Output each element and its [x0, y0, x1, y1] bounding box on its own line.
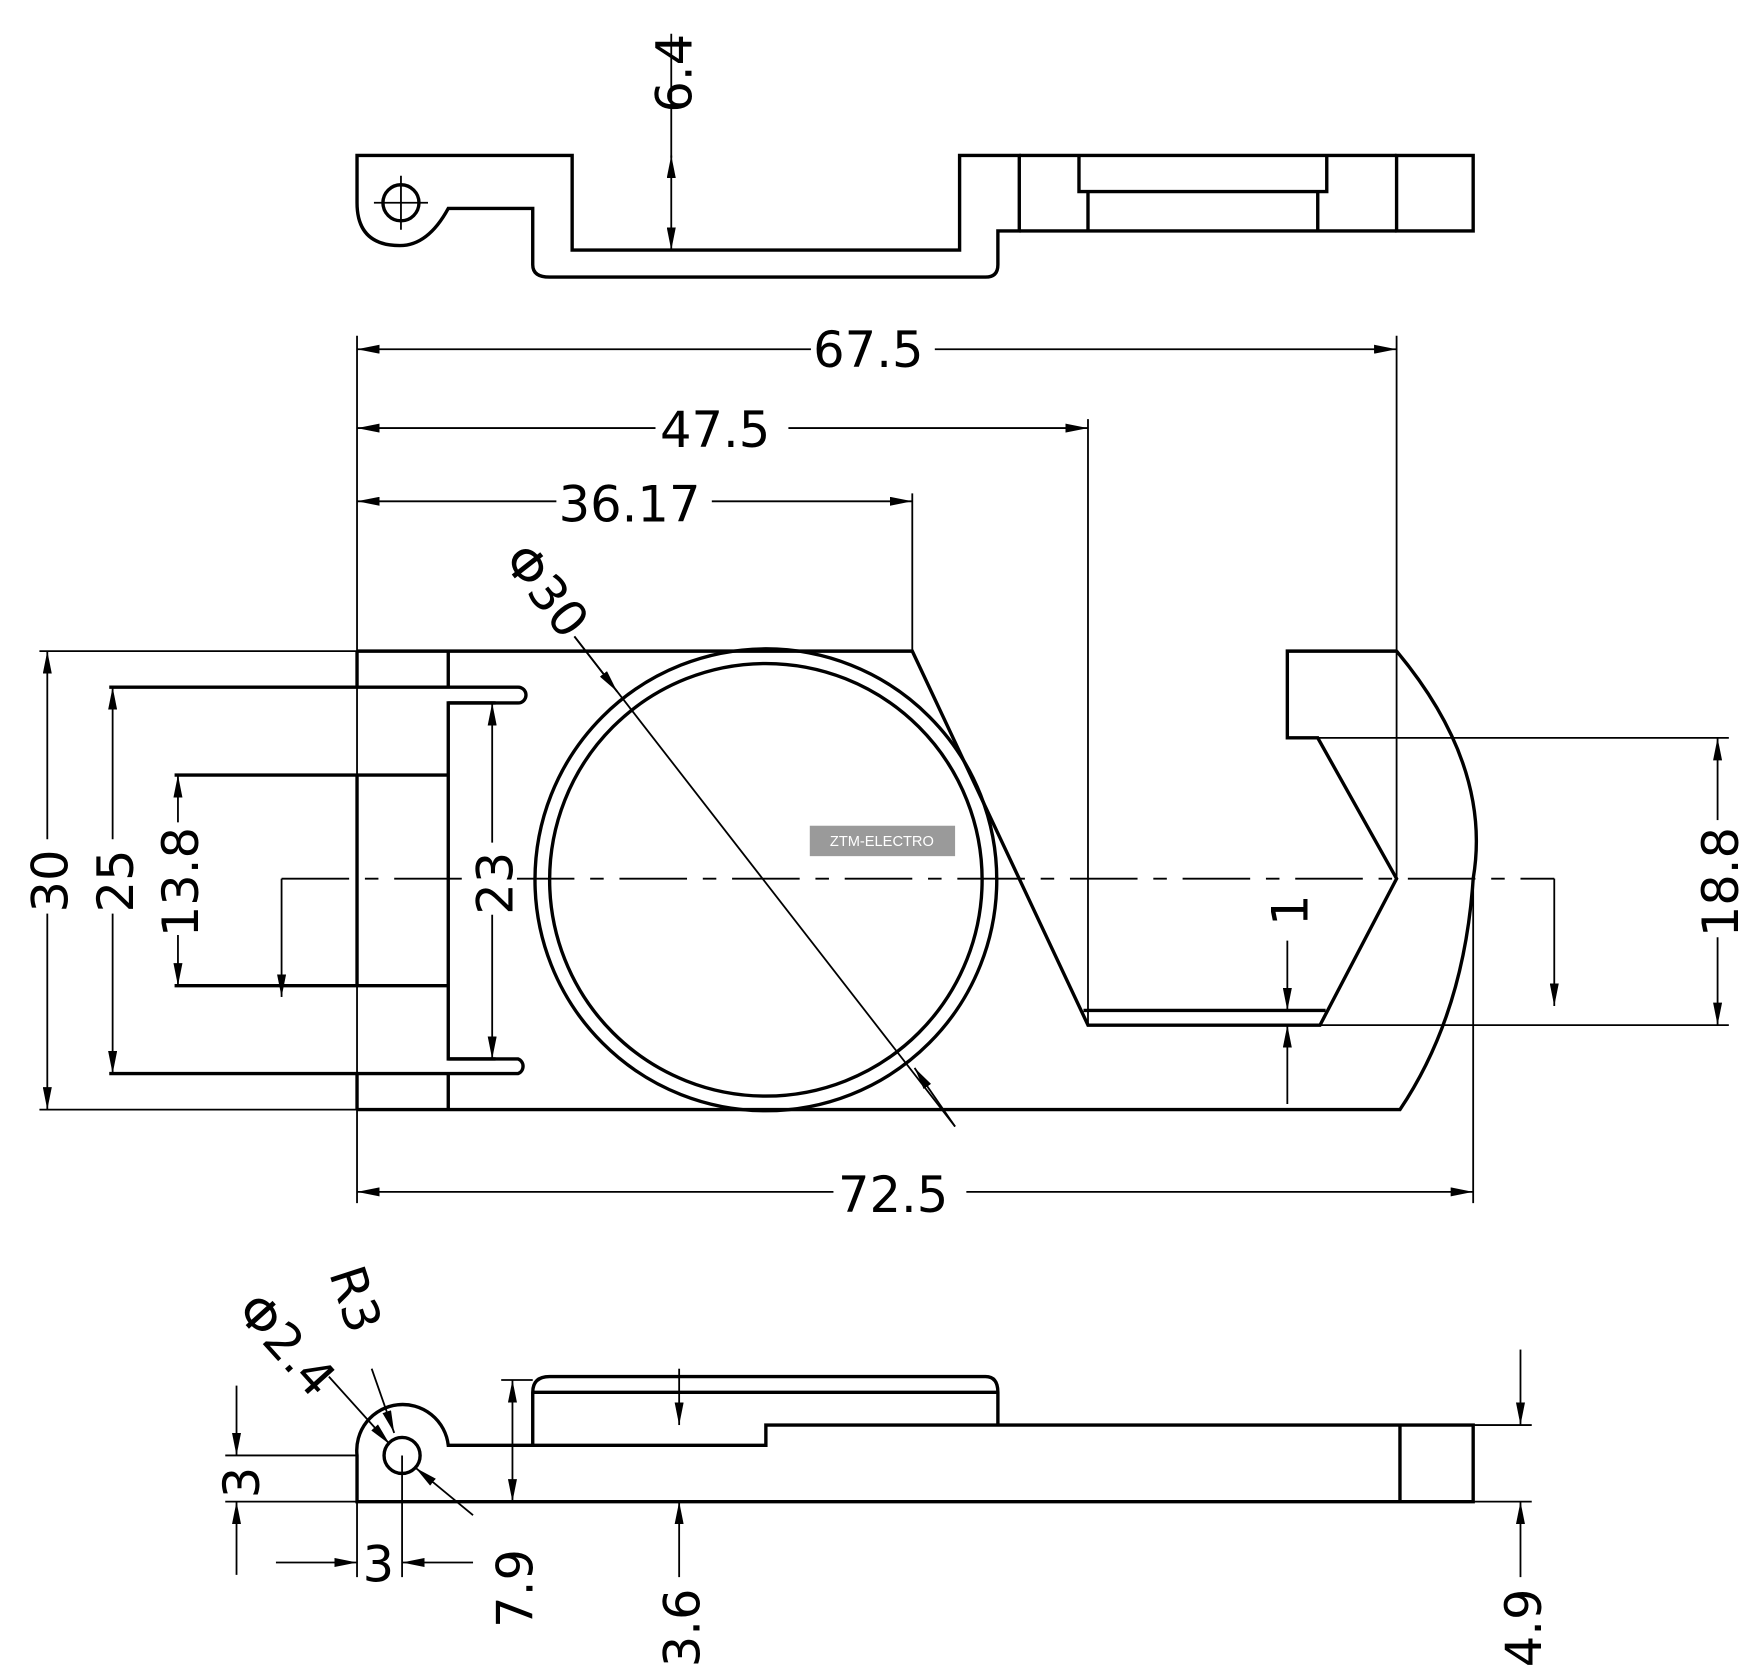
dim-23: 23 [466, 852, 524, 915]
dim-18-8: 18.8 [1692, 827, 1750, 937]
dim-total-height: 7.9 [487, 1549, 545, 1628]
plan-view: 67.5 47.5 36.17 72.5 Φ30 30 25 13.8 23 1… [22, 321, 1750, 1224]
dim-30: 30 [22, 849, 80, 912]
dim-pad-height: 3.6 [653, 1588, 711, 1667]
dim-36-17: 36.17 [559, 476, 701, 534]
dim-hinge-height: 3 [213, 1467, 271, 1499]
side-view: 3 3 7.9 3.6 4.9 R3 Φ2.4 [213, 1259, 1553, 1667]
dim-hinge-offset: 3 [363, 1536, 395, 1594]
dim-47-5: 47.5 [660, 401, 770, 459]
dim-hinge-radius: R3 [317, 1259, 393, 1340]
dim-diameter-30: Φ30 [492, 533, 601, 649]
watermark [809, 825, 956, 857]
svg-text:ZTM-ELECTRO: ZTM-ELECTRO [830, 834, 934, 850]
section-view: 6.4 [355, 33, 1475, 279]
dim-72-5: 72.5 [838, 1166, 948, 1224]
dim-1: 1 [1262, 894, 1320, 926]
dim-base-height: 4.9 [1495, 1588, 1553, 1667]
dim-depth: 6.4 [646, 34, 704, 113]
dim-13-8: 13.8 [152, 827, 210, 937]
circle-inner [547, 661, 984, 1098]
dim-67-5: 67.5 [813, 321, 923, 379]
dim-25: 25 [87, 849, 145, 912]
circle-outer [533, 647, 999, 1113]
